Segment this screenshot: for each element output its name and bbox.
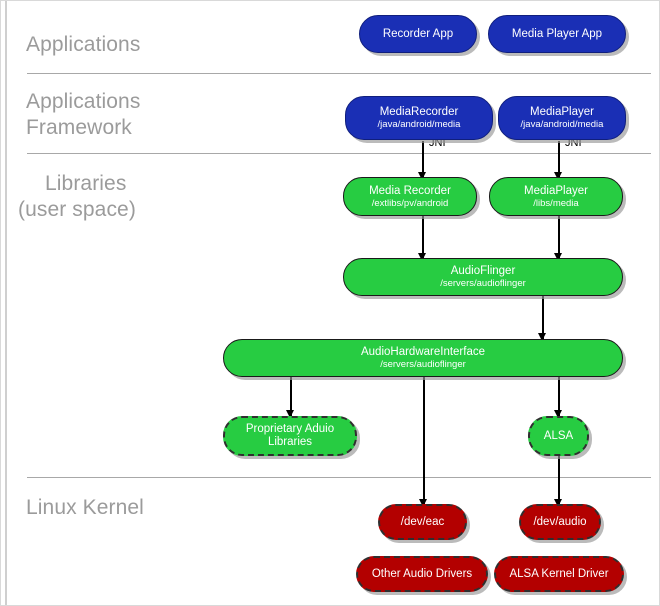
node-other-audio-drivers[interactable]: Other Audio Drivers (356, 556, 488, 592)
divider-applications (27, 73, 651, 74)
node-dev-eac[interactable]: /dev/eac (378, 504, 467, 540)
connector-alsa-to-dev-audio (558, 455, 560, 505)
node-mediaplayer-lib[interactable]: MediaPlayer /libs/media (489, 177, 623, 216)
node-media-recorder-lib-subtitle: /extlibs/pv/android (371, 197, 449, 209)
connector-audioflinger-to-audiohardwareinterface (542, 295, 544, 341)
node-proprietary-audio-libs[interactable]: Proprietary Aduio Libraries (223, 416, 357, 456)
node-mediaplayer-lib-subtitle: /libs/media (533, 197, 579, 209)
arrowhead-dev-eac (419, 499, 427, 507)
arrowhead-audiohardwareinterface (538, 333, 546, 341)
connector-ahi-to-alsa (558, 376, 560, 418)
node-mediaplayer-lib-title: MediaPlayer (524, 184, 588, 197)
layer-label-libraries-line2: (user space) (18, 198, 136, 221)
connector-ahi-to-proprietary-audio-libs (290, 376, 292, 418)
connector-media-recorder-lib-to-audioflinger (422, 215, 424, 260)
layer-label-applications-framework-line2: Framework (26, 116, 132, 139)
node-mediaplayer-framework-subtitle: /java/android/media (520, 119, 604, 130)
layer-label-applications-framework-line1: Applications (26, 90, 141, 113)
node-audiohardwareinterface-title: AudioHardwareInterface (360, 346, 485, 358)
arrowhead-audioflinger-right (554, 253, 562, 261)
node-mediarecorder-framework-subtitle: /java/android/media (377, 119, 461, 130)
divider-linux-kernel (27, 477, 651, 478)
node-mediarecorder-framework[interactable]: MediaRecorder /java/android/media (345, 96, 493, 140)
layer-label-applications: Applications (26, 33, 141, 56)
node-recorder-app-title: Recorder App (382, 27, 454, 40)
node-mediarecorder-framework-title: MediaRecorder (379, 106, 459, 118)
edge-label-jni-left: JNI (429, 137, 446, 149)
node-alsa-kernel-driver-title: ALSA Kernel Driver (509, 567, 609, 580)
node-other-audio-drivers-title: Other Audio Drivers (371, 567, 473, 580)
node-media-recorder-lib[interactable]: Media Recorder /extlibs/pv/android (343, 177, 477, 216)
arrowhead-media-recorder-lib (418, 172, 426, 180)
node-audiohardwareinterface[interactable]: AudioHardwareInterface /servers/audiofli… (223, 339, 623, 377)
node-audioflinger[interactable]: AudioFlinger /servers/audioflinger (343, 258, 623, 296)
node-alsa[interactable]: ALSA (528, 416, 589, 456)
arrowhead-dev-audio (554, 499, 562, 507)
node-alsa-title: ALSA (543, 429, 574, 442)
node-proprietary-audio-libs-title: Proprietary Aduio (245, 423, 335, 435)
node-media-recorder-lib-title: Media Recorder (369, 184, 451, 197)
arrowhead-audioflinger-left (418, 253, 426, 261)
node-recorder-app[interactable]: Recorder App (359, 15, 477, 53)
node-mediaplayer-framework[interactable]: MediaPlayer /java/android/media (498, 96, 626, 140)
divider-applications-framework (27, 153, 651, 154)
node-media-player-app[interactable]: Media Player App (488, 15, 626, 53)
node-media-player-app-title: Media Player App (511, 27, 603, 40)
arrowhead-proprietary-audio-libs (286, 410, 294, 418)
edge-label-jni-right: JNI (565, 137, 582, 149)
connector-ahi-to-dev-eac (423, 376, 425, 506)
node-audioflinger-title: AudioFlinger (450, 265, 516, 277)
node-audiohardwareinterface-subtitle: /servers/audioflinger (380, 359, 466, 370)
node-proprietary-audio-libs-subtitle: Libraries (267, 436, 313, 448)
node-mediaplayer-framework-title: MediaPlayer (530, 106, 594, 118)
layer-label-libraries-line1: Libraries (45, 172, 127, 195)
connector-mediaplayer-lib-to-audioflinger (558, 215, 560, 260)
arrowhead-alsa (554, 410, 562, 418)
frame-left-edge (5, 1, 7, 605)
node-dev-eac-title: /dev/eac (400, 515, 445, 528)
node-alsa-kernel-driver[interactable]: ALSA Kernel Driver (494, 556, 624, 592)
connector-mediarecorder-to-media-recorder-lib (422, 141, 424, 179)
arrowhead-mediaplayer-lib (554, 172, 562, 180)
node-dev-audio-title: /dev/audio (533, 515, 587, 528)
node-dev-audio[interactable]: /dev/audio (519, 504, 601, 540)
layer-label-linux-kernel: Linux Kernel (26, 496, 144, 519)
node-audioflinger-subtitle: /servers/audioflinger (440, 278, 526, 289)
connector-mediaplayer-to-mediaplayer-lib (558, 141, 560, 179)
